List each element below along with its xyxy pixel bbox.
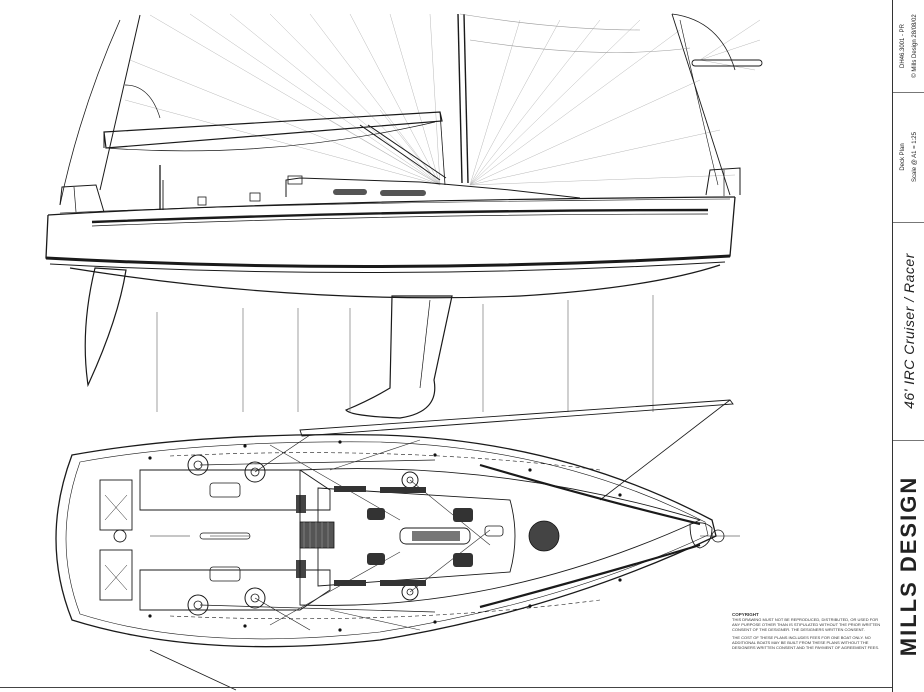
drawing-number: DH46.3001 - PR — [900, 23, 906, 69]
deck-plan-view — [55, 399, 740, 691]
title-block-drawing-no-cell: DH46.3001 - PR © Mills Design 28/08/02 — [893, 0, 924, 93]
profile-view — [45, 13, 763, 419]
sail-shading — [124, 13, 761, 186]
drawing-copyright-date: © Mills Design 28/08/02 — [912, 14, 918, 78]
sheet-name: Deck Plan — [900, 143, 906, 171]
sheet-border-bottom — [0, 687, 892, 688]
title-block: DH46.3001 - PR © Mills Design 28/08/02 D… — [892, 0, 924, 692]
copyright-paragraph-2: THE COST OF THESE PLANS INCLUDES FEES FO… — [732, 635, 880, 650]
station-lines — [156, 295, 654, 412]
copyright-note: COPYRIGHT THIS DRAWING MUST NOT BE REPRO… — [732, 612, 882, 684]
copyright-paragraph-1: THIS DRAWING MUST NOT BE REPRODUCED, DIS… — [732, 617, 881, 632]
copyright-heading: COPYRIGHT — [732, 612, 759, 617]
title-block-sheet-cell: Deck Plan Scale @ A1 = 1:25 — [893, 92, 924, 223]
drawing-title: 46' IRC Cruiser / Racer — [901, 253, 917, 409]
brand-name: MILLS DESIGN — [896, 475, 921, 657]
yacht-drawing — [45, 13, 763, 691]
title-block-title-cell: 46' IRC Cruiser / Racer — [893, 222, 924, 441]
title-block-brand-cell: MILLS DESIGN — [893, 440, 924, 692]
sheet-scale: Scale @ A1 = 1:25 — [912, 132, 918, 182]
